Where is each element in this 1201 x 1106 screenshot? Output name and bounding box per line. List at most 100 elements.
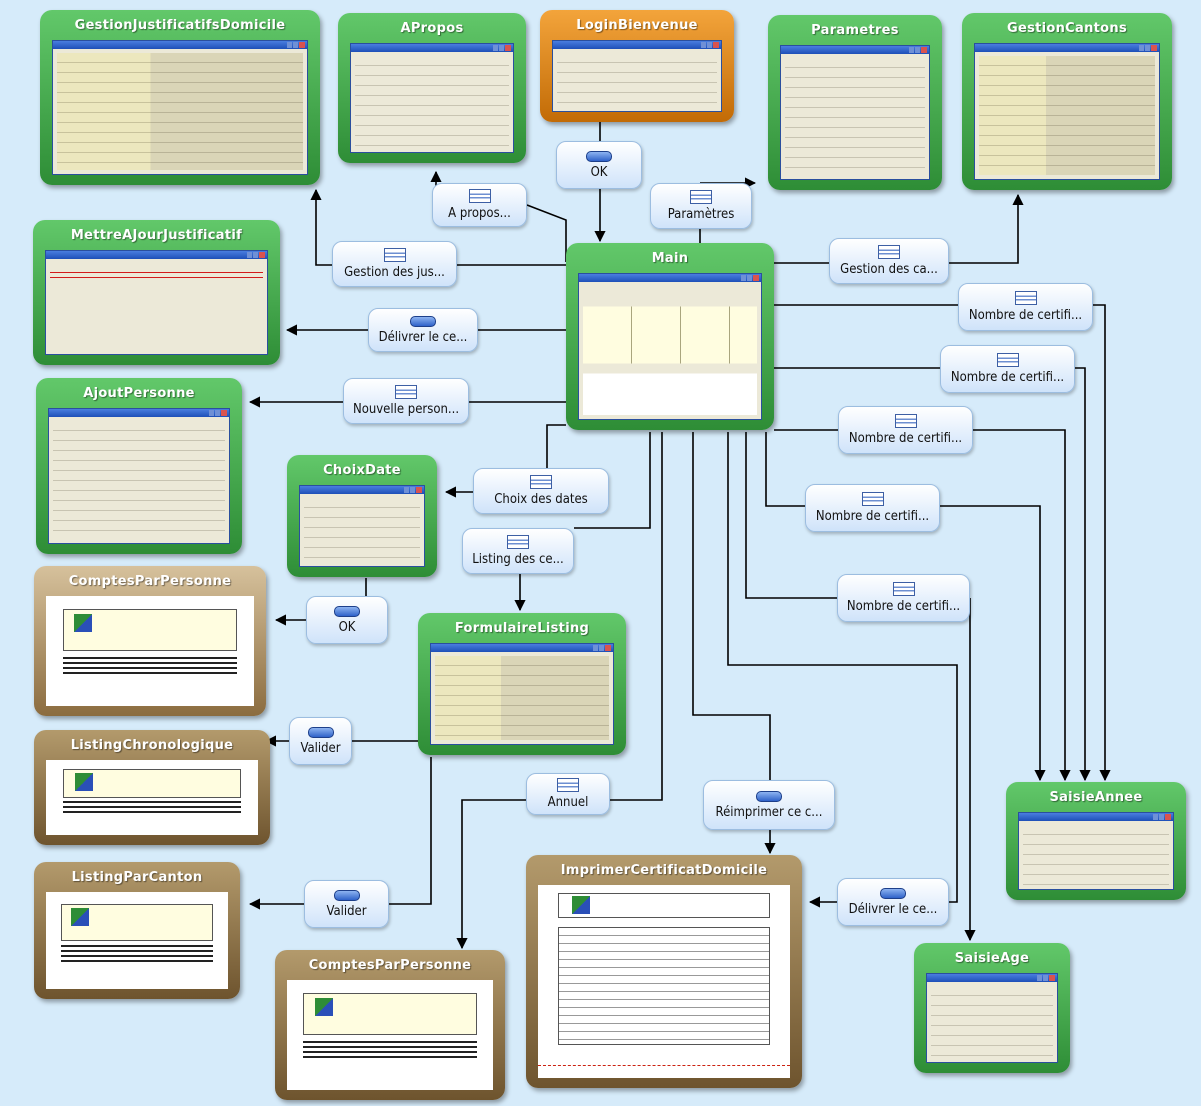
action-nombre-2[interactable]: Nombre de certifi...	[940, 345, 1075, 393]
screen-node-listing-par-canton[interactable]: ListingParCanton	[34, 862, 240, 999]
window-titlebar	[927, 974, 1057, 982]
screen-node-saisie-annee[interactable]: SaisieAnnee	[1006, 782, 1186, 900]
action-nombre-1[interactable]: Nombre de certifi...	[958, 283, 1093, 331]
report-rows	[62, 801, 242, 815]
report-preview	[46, 596, 254, 706]
screen-node-imprimer-certificat[interactable]: ImprimerCertificatDomicile	[526, 855, 802, 1088]
node-title: Parametres	[811, 23, 899, 38]
action-label: Nombre de certifi...	[846, 599, 961, 614]
report-header	[62, 609, 238, 651]
action-label: Choix des dates	[494, 492, 588, 507]
action-label: Listing des ce...	[472, 552, 564, 567]
node-title: ListingChronologique	[70, 738, 234, 753]
report-preview	[46, 892, 228, 989]
screen-node-login[interactable]: LoginBienvenue	[540, 10, 734, 122]
screen-node-saisie-age[interactable]: SaisieAge	[914, 943, 1070, 1073]
window-preview	[45, 250, 268, 355]
node-title: LoginBienvenue	[576, 18, 698, 33]
window-titlebar	[431, 644, 613, 652]
window-body	[435, 656, 609, 740]
node-title: ChoixDate	[323, 463, 401, 478]
report-rows	[62, 656, 238, 677]
action-label: Nombre de certifi...	[848, 431, 963, 446]
screen-node-parametres[interactable]: Parametres	[768, 15, 942, 190]
window-preview	[52, 40, 308, 175]
action-delivrer-1[interactable]: Délivrer le ce...	[368, 308, 478, 352]
action-annuel[interactable]: Annuel	[526, 773, 610, 815]
screen-node-gestion-justificatifs[interactable]: GestionJustificatifsDomicile	[40, 10, 320, 185]
screen-node-mettre-a-jour[interactable]: MettreAJourJustificatif	[33, 220, 280, 365]
action-delivrer-2[interactable]: Délivrer le ce...	[837, 878, 949, 926]
screen-node-gestion-cantons[interactable]: GestionCantons	[962, 13, 1172, 190]
window-body	[57, 53, 303, 170]
connector-line-7	[310, 188, 332, 266]
action-label: Paramètres	[667, 207, 735, 222]
action-nombre-5[interactable]: Nombre de certifi...	[837, 574, 970, 622]
screen-node-apropos[interactable]: APropos	[338, 13, 526, 163]
node-title: AjoutPersonne	[83, 386, 195, 401]
menu-icon	[507, 535, 529, 549]
node-title: GestionJustificatifsDomicile	[74, 18, 286, 33]
action-label: Délivrer le ce...	[378, 329, 468, 345]
connector-line-15	[1075, 367, 1091, 782]
window-titlebar	[49, 409, 229, 417]
action-gestion-des-ca[interactable]: Gestion des ca...	[829, 238, 949, 284]
screen-node-compte-par-personne-1[interactable]: ComptesParPersonne	[34, 566, 266, 716]
window-preview	[780, 45, 930, 180]
window-titlebar	[553, 41, 721, 49]
window-preview	[974, 43, 1160, 180]
window-preview	[430, 643, 614, 745]
action-label: OK	[590, 164, 608, 180]
action-reimprimer[interactable]: Réimprimer ce c...	[703, 780, 835, 830]
screen-node-choix-date[interactable]: ChoixDate	[287, 455, 437, 577]
screen-node-listing-chronologique[interactable]: ListingChronologique	[34, 730, 270, 845]
screen-node-ajout-personne[interactable]: AjoutPersonne	[36, 378, 242, 554]
connector-line-2	[526, 204, 567, 262]
action-label: Valider	[326, 903, 367, 919]
action-apropos[interactable]: A propos...	[432, 183, 527, 227]
node-title: ListingParCanton	[71, 870, 203, 885]
report-header	[62, 769, 242, 798]
action-nouvelle-personne[interactable]: Nouvelle person...	[343, 378, 469, 424]
button-icon	[333, 889, 360, 901]
screen-node-main[interactable]: Main	[566, 243, 774, 430]
action-parametres[interactable]: Paramètres	[650, 183, 752, 229]
menu-icon	[861, 492, 884, 506]
button-icon	[586, 150, 612, 162]
action-choix-des-dates[interactable]: Choix des dates	[473, 468, 609, 514]
action-nombre-3[interactable]: Nombre de certifi...	[838, 406, 973, 454]
connector-line-36	[692, 432, 771, 780]
window-titlebar	[351, 44, 513, 52]
window-preview	[48, 408, 230, 544]
action-label: Nombre de certifi...	[950, 370, 1065, 385]
node-title: GestionCantons	[1007, 21, 1127, 36]
certificate-preview	[538, 885, 790, 1078]
action-valider-2[interactable]: Valider	[304, 880, 389, 928]
action-label: Nombre de certifi...	[815, 509, 930, 524]
action-label: Nombre de certifi...	[968, 308, 1083, 323]
action-nombre-4[interactable]: Nombre de certifi...	[805, 484, 940, 532]
window-preview	[299, 485, 425, 567]
menu-icon	[892, 582, 915, 596]
node-title: SaisieAge	[954, 951, 1030, 966]
window-body	[931, 986, 1053, 1058]
node-title: ImprimerCertificatDomicile	[560, 863, 768, 878]
window-titlebar	[53, 41, 307, 49]
button-icon	[334, 605, 360, 617]
action-valider-1[interactable]: Valider	[289, 717, 352, 765]
action-ok-choix[interactable]: OK	[306, 596, 388, 644]
window-titlebar	[975, 44, 1159, 52]
menu-icon	[690, 190, 712, 204]
window-body	[557, 53, 717, 107]
report-header	[558, 892, 770, 918]
connector-line-19	[940, 505, 1046, 782]
action-listing-des-ce[interactable]: Listing des ce...	[462, 528, 574, 574]
window-titlebar	[46, 251, 267, 259]
action-ok-login[interactable]: OK	[556, 141, 642, 189]
report-rows	[60, 945, 214, 963]
screen-node-compte-par-personne-2[interactable]: ComptesParPersonne	[275, 950, 505, 1100]
button-icon	[307, 726, 334, 738]
screen-node-formulaire-listing[interactable]: FormulaireListing	[418, 613, 626, 755]
action-gestion-des-jus[interactable]: Gestion des jus...	[332, 241, 457, 287]
window-titlebar	[300, 486, 424, 494]
